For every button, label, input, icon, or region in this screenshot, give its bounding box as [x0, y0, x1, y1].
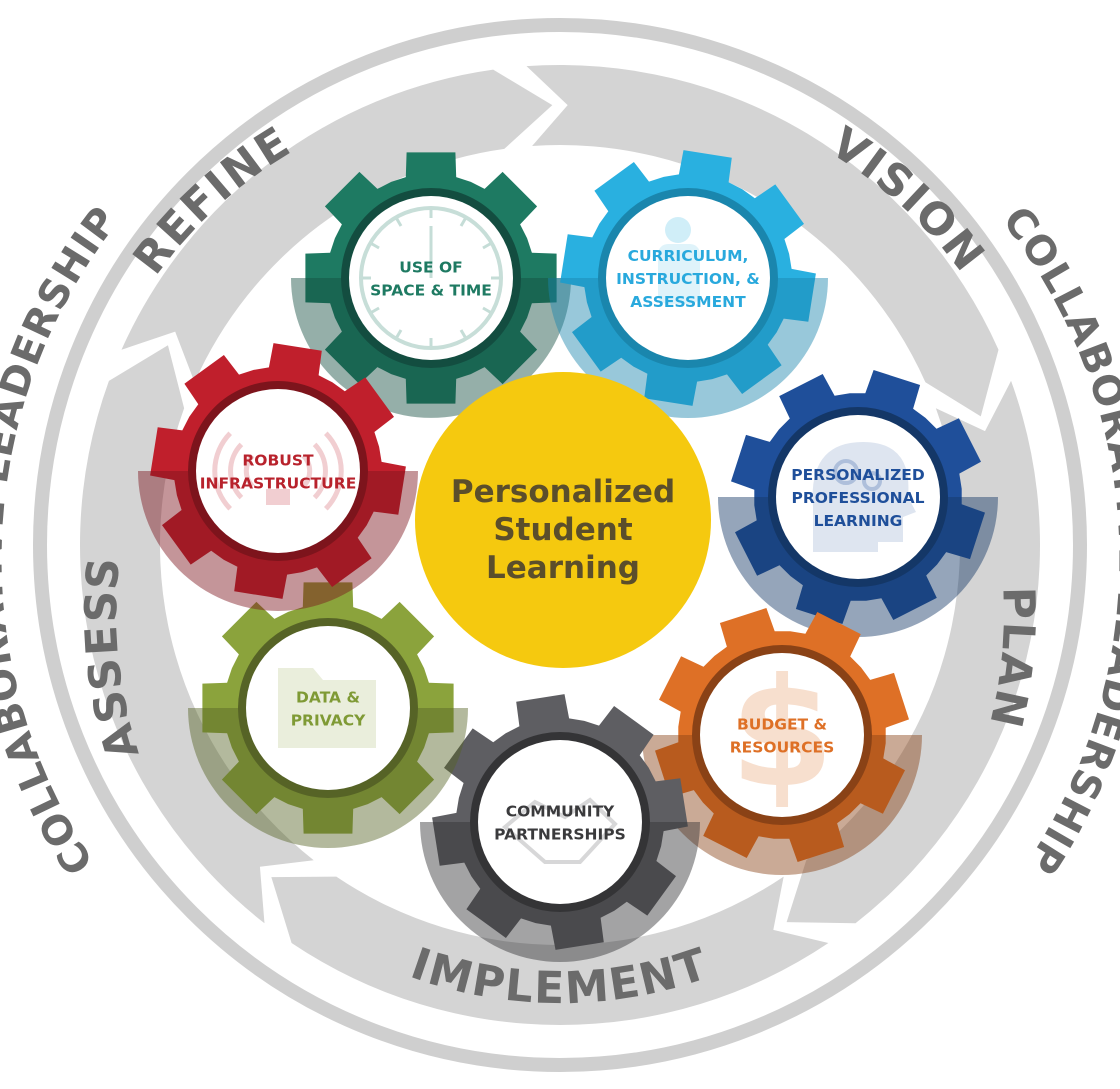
dollar-icon: $	[730, 647, 834, 821]
gear-label-space-time-line-2: SPACE & TIME	[370, 282, 492, 300]
cycle-arrow-segment	[80, 345, 314, 924]
wifi-icon	[212, 431, 344, 511]
gear-label-infrastructure-line-1: ROBUST	[242, 452, 314, 470]
gear-budget: $BUDGET & RESOURCES	[642, 608, 922, 875]
gear-label-community-line-2: PARTNERSHIPS	[494, 826, 626, 844]
gear-professional: PERSONALIZED PROFESSIONAL LEARNING	[718, 370, 998, 637]
gear-label-professional-line-2: PROFESSIONAL	[791, 489, 924, 507]
gear-label-budget-line-1: BUDGET &	[737, 716, 827, 734]
clock-icon	[359, 206, 503, 350]
gear-label-professional-line-1: PERSONALIZED	[791, 466, 925, 484]
cycle-arrow-segment	[526, 64, 999, 417]
gear-label-curriculum-line-1: CURRICULUM,	[628, 247, 749, 265]
gear-infrastructure: ROBUST INFRASTRUCTURE	[138, 343, 418, 611]
gear-face	[606, 196, 770, 360]
head-gears-icon	[812, 442, 916, 552]
center-circle	[415, 372, 711, 668]
cycle-arrow-segment	[121, 69, 553, 383]
cycle-arrow-segment	[271, 876, 829, 1026]
gear-face	[349, 196, 513, 360]
handshake-icon	[501, 797, 618, 864]
folder-icon	[278, 668, 376, 748]
gear-face	[776, 415, 940, 579]
center-label-line-1: Personalized	[451, 474, 675, 510]
gear-space-time: USE OF SPACE & TIME	[291, 152, 571, 418]
gear-data-privacy: DATA & PRIVACY	[188, 582, 468, 848]
gear-label-professional-line-3: LEARNING	[814, 512, 903, 530]
gear-face	[246, 626, 410, 790]
gear-label-space-time-line-1: USE OF	[399, 259, 463, 277]
gear-face	[700, 653, 864, 817]
gear-label-budget-line-2: RESOURCES	[730, 739, 835, 757]
person-icon	[658, 217, 700, 304]
gear-label-curriculum-line-2: INSTRUCTION, &	[616, 270, 760, 288]
gear-label-data-privacy-line-1: DATA &	[296, 689, 360, 707]
gear-face	[196, 389, 360, 553]
gear-label-community-line-1: COMMUNITY	[506, 803, 615, 821]
dollar-glyph: $	[730, 647, 834, 821]
gear-cluster: USE OF SPACE & TIME CURRICULUM, INSTRUCTION…	[138, 150, 998, 962]
center-label-line-2: Student	[493, 512, 632, 548]
center-label-line-3: Learning	[486, 550, 640, 586]
gear-face	[478, 740, 642, 904]
outer-ring	[33, 18, 1087, 1072]
gear-label-curriculum-line-3: ASSESSMENT	[630, 293, 746, 311]
gear-label-data-privacy-line-2: PRIVACY	[291, 712, 366, 730]
gear-community: COMMUNITY PARTNERSHIPS	[420, 694, 700, 962]
center-hub: Personalized Student Learning	[415, 372, 711, 668]
gear-label-infrastructure-line-2: INFRASTRUCTURE	[200, 475, 357, 493]
